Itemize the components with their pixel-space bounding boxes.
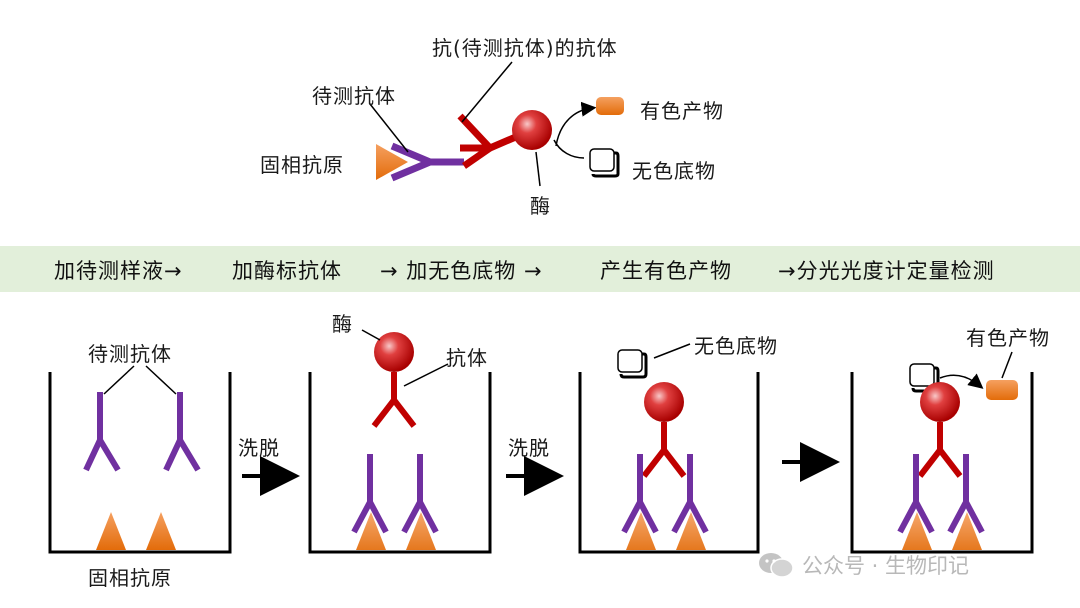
label-anti-antibody: 抗(待测抗体)的抗体: [432, 36, 618, 60]
label-well2-antibody: 抗体: [446, 346, 488, 370]
watermark-text: 公众号 · 生物印记: [802, 554, 970, 578]
well4-contents: [897, 351, 1018, 550]
well-1: [48, 372, 232, 554]
enzyme-icon: [512, 110, 552, 150]
well-3: [578, 372, 760, 554]
label-well4-product: 有色产物: [966, 326, 1050, 350]
banner-step-1: 加待测样液→: [54, 259, 183, 283]
label-well1-antibody: 待测抗体: [88, 342, 172, 366]
label-fixed-antigen: 固相抗原: [260, 153, 344, 177]
label-well3-substrate: 无色底物: [694, 334, 778, 358]
test-antibody-icon: [390, 142, 464, 182]
banner-step-3: → 加无色底物 →: [380, 259, 543, 283]
wells: [48, 372, 1034, 554]
anti-antibody-icon: [457, 113, 520, 169]
well-4: [850, 372, 1034, 554]
label-colored-product: 有色产物: [640, 99, 724, 123]
label-well2-enzyme: 酶: [332, 312, 353, 336]
banner-step-5: →分光光度计定量检测: [778, 259, 995, 283]
colored-product-icon: [596, 97, 624, 115]
antigen-triangle: [376, 144, 408, 180]
well3-contents: [617, 343, 709, 550]
label-wash-2: 洗脱: [508, 436, 550, 460]
watermark: 公众号 · 生物印记: [758, 550, 969, 580]
label-test-antibody: 待测抗体: [312, 84, 396, 108]
top-schematic: [369, 61, 624, 187]
label-well1-antigen: 固相抗原: [88, 566, 172, 590]
colorless-substrate-icon: [589, 148, 620, 178]
well1-contents: [83, 365, 201, 550]
procedure-banner: 加待测样液→ 加酶标抗体 → 加无色底物 → 产生有色产物 →分光光度计定量检测: [0, 246, 1080, 292]
well2-contents: [351, 329, 449, 550]
banner-step-2: 加酶标抗体: [232, 259, 342, 283]
label-wash-1: 洗脱: [238, 436, 280, 460]
banner-step-4: 产生有色产物: [600, 259, 732, 283]
wechat-icon: [759, 553, 794, 578]
label-colorless-substrate: 无色底物: [632, 159, 716, 183]
label-enzyme: 酶: [530, 194, 551, 218]
well-2: [308, 372, 492, 554]
